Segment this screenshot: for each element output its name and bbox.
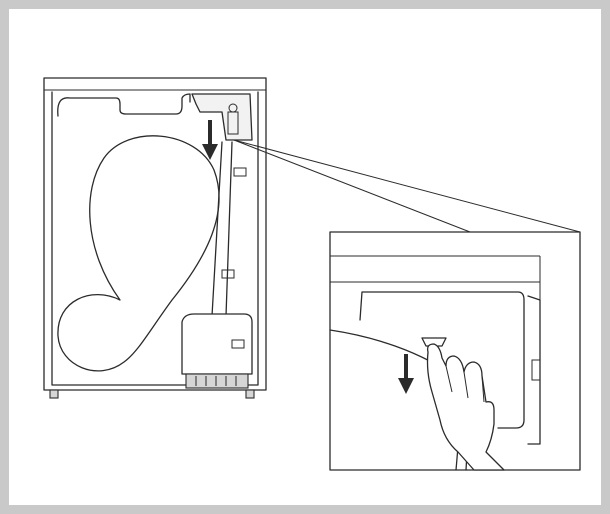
inset-plate-tab [531, 359, 541, 381]
pump-label [231, 339, 245, 349]
tank-housing-top [191, 93, 253, 141]
pump-connector [185, 373, 249, 389]
water-tank-compartment [181, 93, 253, 389]
dryer-top-recess [57, 93, 191, 117]
dryer-inner-outline [51, 91, 259, 386]
hose-clip-lower [221, 269, 235, 279]
dryer-foot-left [49, 389, 59, 399]
pump-box [181, 313, 253, 375]
down-arrow-icon [398, 354, 414, 394]
drain-hose-left [211, 141, 223, 317]
down-arrow-icon [202, 120, 218, 160]
drain-hose-right [225, 141, 233, 317]
hand-icon [426, 343, 505, 471]
dryer-foot-right [245, 389, 255, 399]
callout-lines [233, 139, 581, 233]
drum-back-outline [57, 135, 220, 372]
inset-housing [359, 291, 525, 429]
hose-clip-upper [233, 167, 247, 177]
valve-cap [228, 103, 238, 113]
